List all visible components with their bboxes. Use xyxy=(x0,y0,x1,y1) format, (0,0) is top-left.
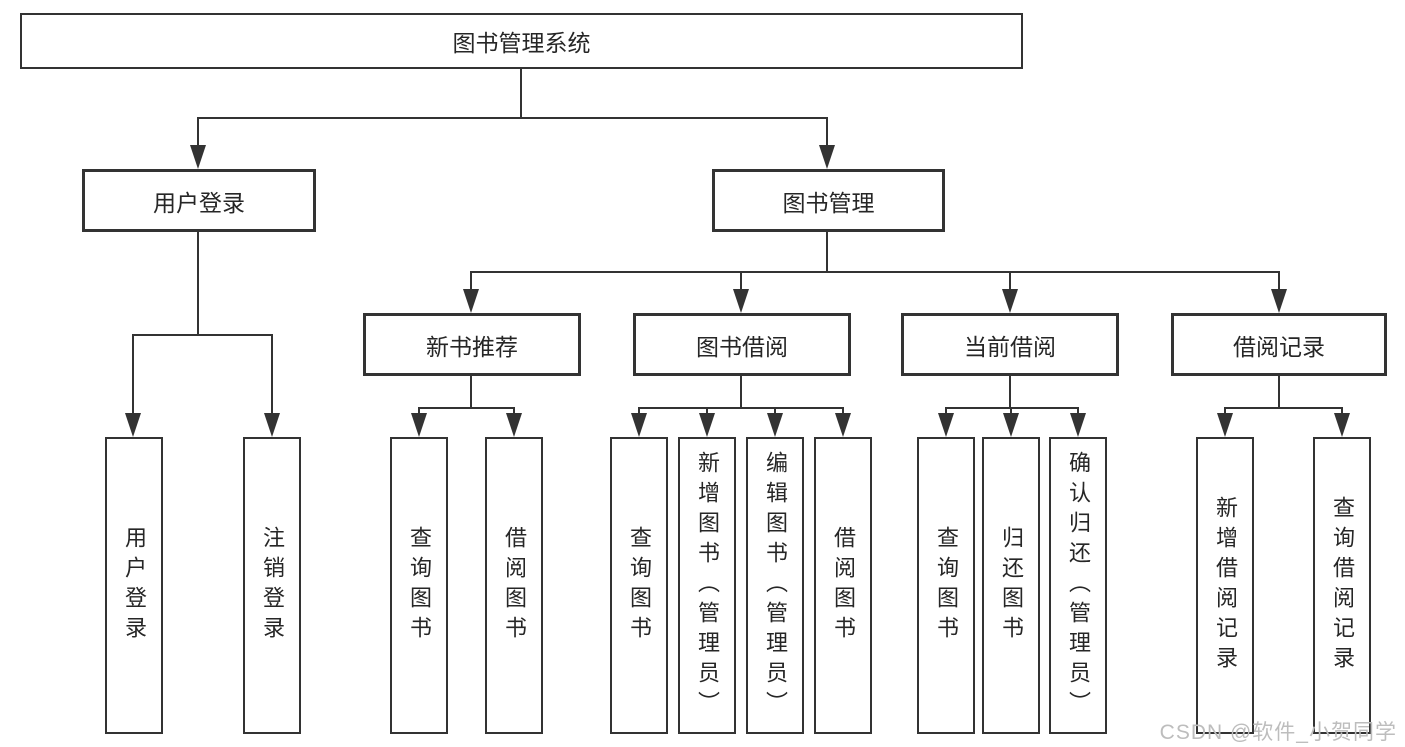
leaf-label: 查询图书 xyxy=(407,525,432,646)
connector-line xyxy=(271,334,273,414)
connector-line xyxy=(520,69,522,118)
connector-line xyxy=(418,407,515,409)
connector-line xyxy=(826,117,828,147)
node-book-borrowing: 图书借阅 xyxy=(633,313,851,376)
connector-line xyxy=(774,407,776,417)
arrowhead-down-icon xyxy=(938,413,954,437)
leaf-label: 查询借阅记录 xyxy=(1330,495,1355,676)
leaf-label: 查询图书 xyxy=(627,525,652,646)
arrowhead-down-icon xyxy=(264,413,280,437)
leaf-label: 归还图书 xyxy=(999,525,1024,646)
arrowhead-down-icon xyxy=(1002,289,1018,313)
connector-line xyxy=(197,117,199,147)
leaf-return-books: 归还图书 xyxy=(982,437,1040,734)
node-new-book-recommendation: 新书推荐 xyxy=(363,313,581,376)
node-label: 新书推荐 xyxy=(426,333,518,360)
arrowhead-down-icon xyxy=(699,413,715,437)
connector-line xyxy=(706,407,708,417)
leaf-label: 新增图书（管理员） xyxy=(695,450,720,721)
leaf-confirm-return-admin: 确认归还（管理员） xyxy=(1049,437,1107,734)
connector-line xyxy=(1077,407,1079,417)
arrowhead-down-icon xyxy=(733,289,749,313)
leaf-label: 注销登录 xyxy=(260,525,285,646)
node-label: 用户登录 xyxy=(153,189,245,216)
connector-line xyxy=(470,376,472,409)
node-label: 当前借阅 xyxy=(964,333,1056,360)
connector-line xyxy=(132,334,134,414)
node-label: 借阅记录 xyxy=(1233,333,1325,360)
connector-line xyxy=(1341,407,1343,417)
arrowhead-down-icon xyxy=(411,413,427,437)
leaf-label: 编辑图书（管理员） xyxy=(763,450,788,721)
leaf-borrow-books-recommend: 借阅图书 xyxy=(485,437,543,734)
leaf-add-books-admin: 新增图书（管理员） xyxy=(678,437,736,734)
node-user-login: 用户登录 xyxy=(82,169,316,232)
connector-line xyxy=(198,117,828,119)
leaf-query-books-borrow: 查询图书 xyxy=(610,437,668,734)
arrowhead-down-icon xyxy=(506,413,522,437)
leaf-label: 借阅图书 xyxy=(502,525,527,646)
leaf-user-login: 用户登录 xyxy=(105,437,163,734)
connector-line xyxy=(418,407,420,417)
leaf-edit-books-admin: 编辑图书（管理员） xyxy=(746,437,804,734)
connector-line xyxy=(826,232,828,273)
arrowhead-down-icon xyxy=(835,413,851,437)
connector-line xyxy=(1010,407,1012,417)
leaf-label: 借阅图书 xyxy=(831,525,856,646)
arrowhead-down-icon xyxy=(631,413,647,437)
connector-line xyxy=(470,271,472,291)
arrowhead-down-icon xyxy=(1217,413,1233,437)
arrowhead-down-icon xyxy=(819,145,835,169)
connector-line xyxy=(945,407,947,417)
leaf-label: 新增借阅记录 xyxy=(1213,495,1238,676)
leaf-query-books-recommend: 查询图书 xyxy=(390,437,448,734)
connector-line xyxy=(842,407,844,417)
arrowhead-down-icon xyxy=(190,145,206,169)
node-label: 图书借阅 xyxy=(696,333,788,360)
connector-line xyxy=(1009,271,1011,291)
leaf-add-borrow-record: 新增借阅记录 xyxy=(1196,437,1254,734)
connector-line xyxy=(740,376,742,409)
node-book-management: 图书管理 xyxy=(712,169,945,232)
connector-line xyxy=(638,407,844,409)
connector-line xyxy=(513,407,515,417)
leaf-label: 确认归还（管理员） xyxy=(1066,450,1091,721)
connector-line xyxy=(471,271,1280,273)
leaf-borrow-books: 借阅图书 xyxy=(814,437,872,734)
connector-line xyxy=(638,407,640,417)
node-root-library-system: 图书管理系统 xyxy=(20,13,1023,69)
connector-line xyxy=(197,232,199,336)
csdn-watermark: CSDN @软件_小贺同学 xyxy=(1159,721,1397,744)
node-borrowing-records: 借阅记录 xyxy=(1171,313,1387,376)
node-current-borrowing: 当前借阅 xyxy=(901,313,1119,376)
arrowhead-down-icon xyxy=(1271,289,1287,313)
node-label: 图书管理系统 xyxy=(452,30,591,56)
arrowhead-down-icon xyxy=(463,289,479,313)
arrowhead-down-icon xyxy=(1070,413,1086,437)
leaf-query-borrow-record: 查询借阅记录 xyxy=(1313,437,1371,734)
leaf-query-books-current: 查询图书 xyxy=(917,437,975,734)
leaf-label: 用户登录 xyxy=(122,525,147,646)
connector-line xyxy=(1224,407,1342,409)
connector-line xyxy=(1009,376,1011,409)
connector-line xyxy=(740,271,742,291)
leaf-logout: 注销登录 xyxy=(243,437,301,734)
node-label: 图书管理 xyxy=(782,189,875,216)
arrowhead-down-icon xyxy=(125,413,141,437)
connector-line xyxy=(1278,376,1280,409)
arrowhead-down-icon xyxy=(1003,413,1019,437)
connector-line xyxy=(133,334,273,336)
leaf-label: 查询图书 xyxy=(934,525,959,646)
connector-line xyxy=(1278,271,1280,291)
arrowhead-down-icon xyxy=(1334,413,1350,437)
connector-line xyxy=(1224,407,1226,417)
arrowhead-down-icon xyxy=(767,413,783,437)
